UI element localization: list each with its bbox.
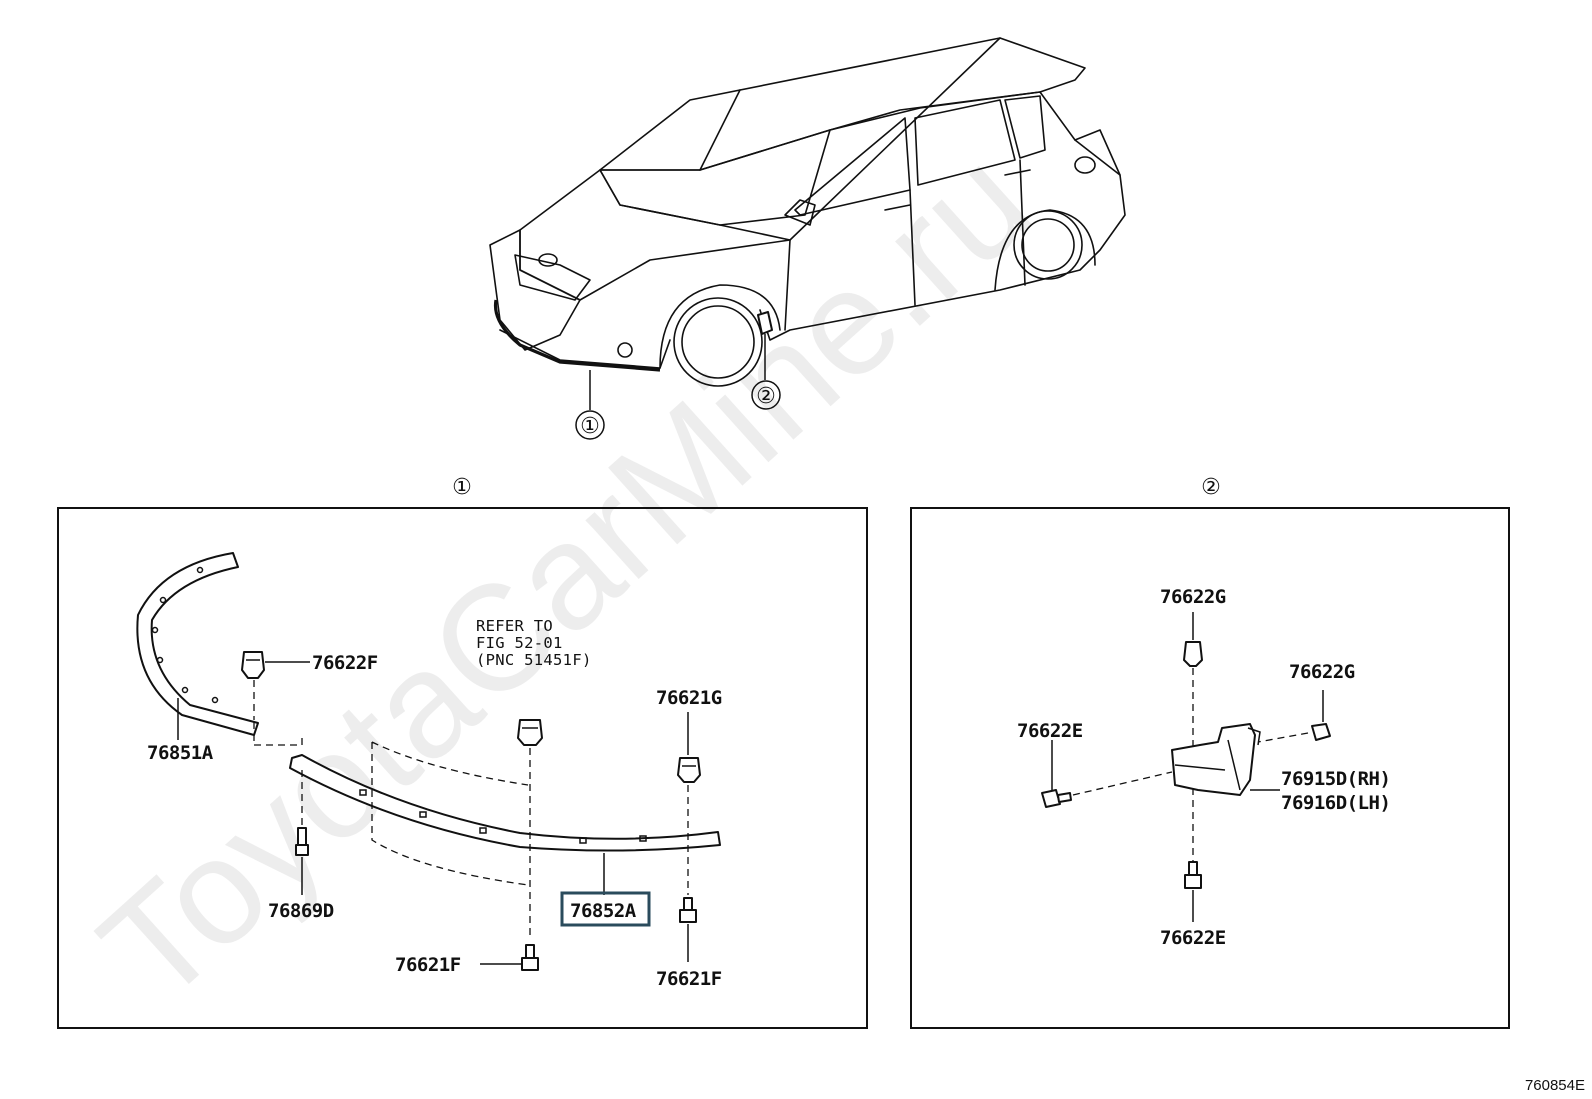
label-76851a: 76851A bbox=[147, 742, 214, 764]
refer-note-line-2: FIG 52-01 bbox=[476, 634, 563, 652]
part-76852a-illustration bbox=[289, 754, 721, 852]
label-76622g-top: 76622G bbox=[1160, 586, 1226, 608]
label-76622e-bottom: 76622E bbox=[1160, 927, 1226, 949]
refer-note-line-1: REFER TO bbox=[476, 617, 553, 635]
part-76622g-right-clip bbox=[1311, 690, 1331, 741]
callout-1: ① bbox=[580, 414, 600, 439]
diagram-code: 760854E bbox=[1525, 1077, 1585, 1094]
panel-2-frame bbox=[910, 507, 1510, 1029]
label-76852a: 76852A bbox=[570, 900, 637, 922]
label-76622e-left: 76622E bbox=[1017, 720, 1083, 742]
part-76915d-76916d-bracket bbox=[1171, 723, 1261, 796]
label-76622f: 76622F bbox=[312, 652, 378, 674]
label-76621f-a: 76621F bbox=[395, 954, 461, 976]
part-76851a-illustration bbox=[136, 552, 259, 736]
label-76869d: 76869D bbox=[268, 900, 334, 922]
refer-note-line-3: (PNC 51451F) bbox=[476, 651, 592, 669]
part-76621g-clip bbox=[677, 757, 701, 783]
label-76916d: 76916D(LH) bbox=[1281, 792, 1390, 814]
label-76622g-right: 76622G bbox=[1289, 661, 1355, 683]
part-76621f-screw-a bbox=[521, 944, 539, 971]
part-76622g-top-clip bbox=[1183, 612, 1203, 667]
part-76622f-clip bbox=[241, 651, 265, 679]
part-76622e-left-screw bbox=[1041, 740, 1072, 808]
label-76621g: 76621G bbox=[656, 687, 722, 709]
label-76915d: 76915D(RH) bbox=[1281, 768, 1390, 790]
highlight-76852a bbox=[560, 891, 651, 927]
part-76869d-screw bbox=[295, 827, 309, 856]
part-76621f-screw-b bbox=[679, 897, 697, 923]
nut-fig-52-01 bbox=[517, 719, 543, 746]
panel-2-title: ② bbox=[1201, 475, 1221, 500]
panel-1-frame bbox=[57, 507, 868, 1029]
label-76621f-b: 76621F bbox=[656, 968, 722, 990]
callout-2: ② bbox=[756, 384, 776, 409]
part-76622e-bottom-screw bbox=[1184, 861, 1202, 922]
panel-1-title: ① bbox=[452, 475, 472, 500]
car-overview-illustration bbox=[489, 37, 1126, 440]
